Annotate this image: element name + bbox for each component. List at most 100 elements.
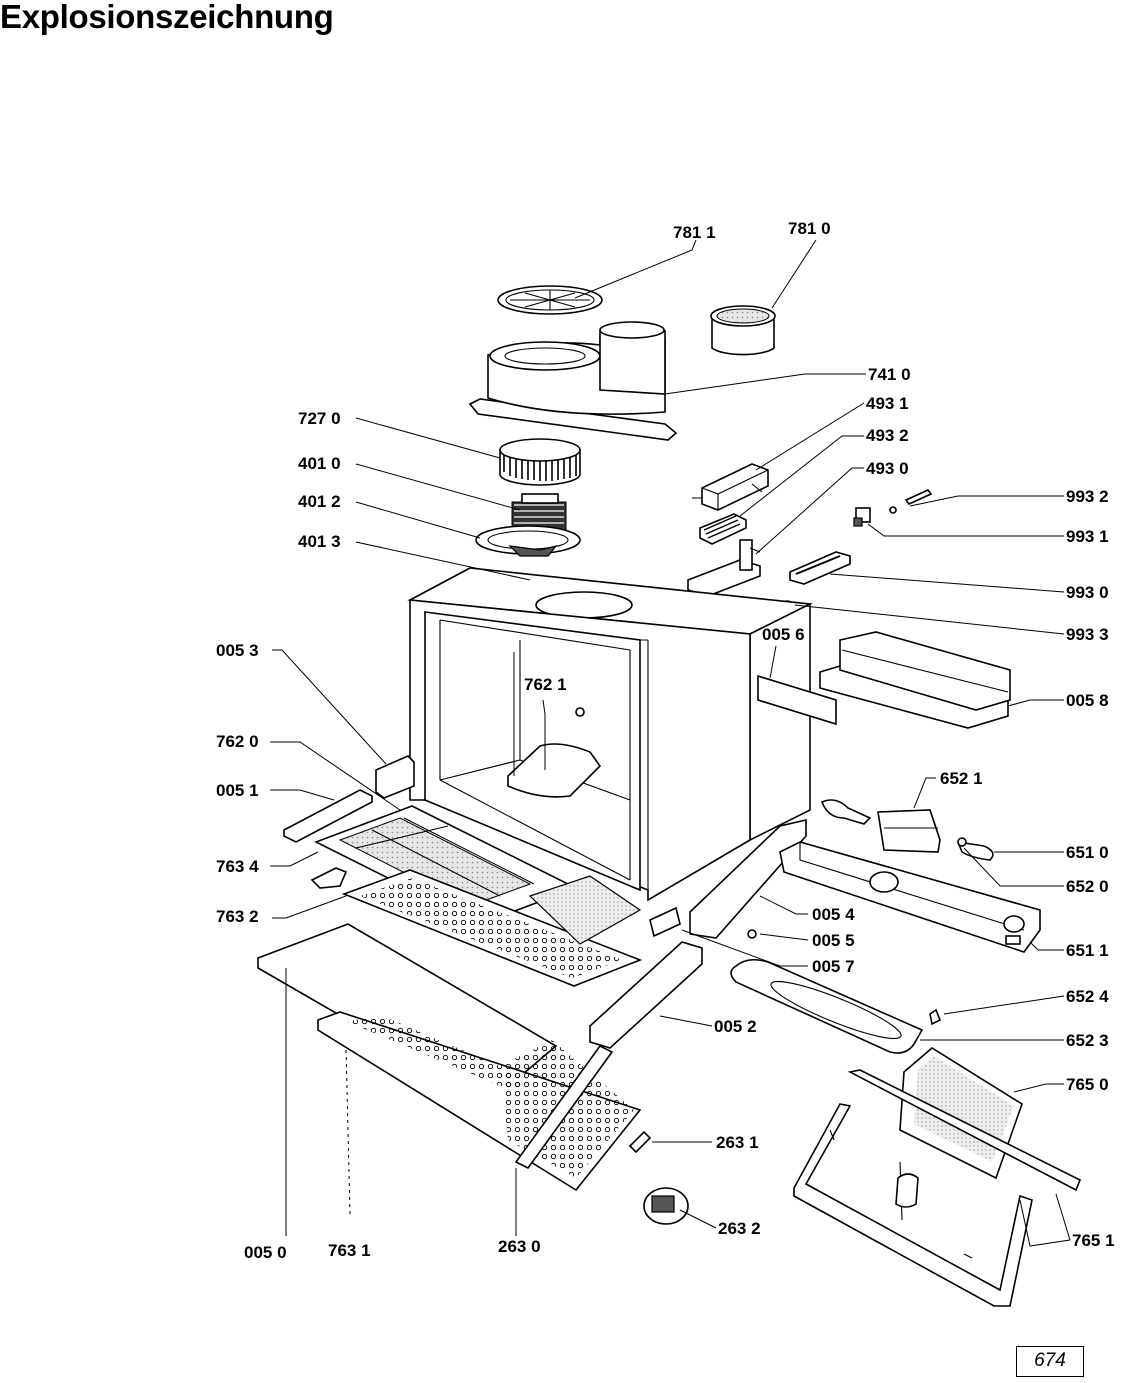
label-0051: 005 1 (216, 781, 259, 800)
label-9932: 993 2 (1066, 487, 1109, 506)
part-0055-cap (747, 929, 757, 939)
label-6521: 652 1 (940, 769, 983, 788)
label-7270: 727 0 (298, 409, 341, 428)
label-4932: 493 2 (866, 426, 909, 445)
leader-7651-a (1019, 1199, 1071, 1247)
leader-6520 (963, 847, 1064, 887)
leader-7651-b (1055, 1193, 1071, 1241)
label-6520: 652 0 (1066, 877, 1109, 896)
part-7650-charcoal-filter (847, 1047, 1082, 1192)
leader-0055 (759, 933, 809, 941)
part-4010-motor (511, 493, 567, 531)
part-0054-rail (689, 818, 807, 939)
leader-4932 (739, 435, 864, 517)
label-7620: 762 0 (216, 732, 259, 751)
leader-4010 (355, 463, 521, 511)
label-7650: 765 0 (1066, 1075, 1109, 1094)
label-6510: 651 0 (1066, 843, 1109, 862)
part-4012-motor-plate (475, 525, 581, 557)
leader-7810 (771, 239, 817, 309)
leader-7270 (355, 417, 501, 459)
page-number: 674 (1034, 1350, 1066, 1371)
label-9931: 993 1 (1066, 527, 1109, 546)
leader-7621 (542, 699, 546, 770)
label-0058: 005 8 (1066, 691, 1109, 710)
label-7632: 763 2 (216, 907, 259, 926)
leader-9931 (867, 523, 1064, 537)
label-7811: 781 1 (673, 223, 716, 242)
leader-4930 (755, 467, 864, 555)
label-7410: 741 0 (868, 365, 911, 384)
leader-0058 (1007, 699, 1064, 707)
part-9932-screw (889, 506, 897, 514)
part-7810-adapter (710, 305, 776, 356)
part-7634-latch (310, 867, 348, 889)
label-7810: 781 0 (788, 219, 831, 238)
leader-7811 (574, 239, 697, 299)
label-9933: 993 3 (1066, 625, 1109, 644)
label-4013: 401 3 (298, 532, 341, 551)
label-2631: 263 1 (716, 1133, 759, 1152)
leader-0052 (659, 1015, 713, 1027)
label-9930: 993 0 (1066, 583, 1109, 602)
leader-4012 (355, 501, 481, 539)
part-4930-bracket (687, 539, 761, 597)
part-2630-hinge (514, 1044, 614, 1170)
part-6520-socket (957, 837, 967, 847)
label-0054: 005 4 (812, 905, 855, 924)
label-4930: 493 0 (866, 459, 909, 478)
leader-6524 (943, 995, 1065, 1015)
part-4932-switch-block (699, 513, 747, 545)
part-7410-housing (468, 321, 678, 441)
part-labels: 781 1 781 0 741 0 493 1 493 2 493 0 727 … (216, 219, 1115, 1262)
leader-0053 (272, 649, 387, 765)
part-6511-socket (869, 871, 899, 893)
part-9932-pin (904, 489, 933, 505)
leader-9933 (794, 604, 1065, 635)
leader-6511 (1029, 941, 1064, 951)
part-0051-rail (283, 789, 373, 843)
label-0053: 005 3 (216, 641, 259, 660)
part-0053-rail (375, 755, 415, 799)
leader-7410 (664, 373, 866, 395)
label-4931: 493 1 (866, 394, 909, 413)
label-6523: 652 3 (1066, 1031, 1109, 1050)
leader-7650 (1013, 1083, 1064, 1093)
leader-6521 (913, 777, 936, 809)
part-6510-bulb-right (956, 840, 994, 861)
label-0050: 005 0 (244, 1243, 287, 1262)
label-4012: 401 2 (298, 492, 341, 511)
leader-7634 (270, 851, 319, 867)
part-7270-fan-wheel (499, 438, 581, 486)
label-7634: 763 4 (216, 857, 259, 876)
leader-7620 (270, 741, 401, 811)
part-7632-filter-panel (341, 869, 643, 987)
leader-lines (270, 239, 1071, 1247)
label-4010: 401 0 (298, 454, 341, 473)
leader-9930 (829, 573, 1065, 593)
part-9930-terminal (789, 551, 851, 585)
leader-0056 (769, 645, 777, 679)
part-0058-rail (819, 631, 1011, 729)
label-0057: 005 7 (812, 957, 855, 976)
part-7811-grille (497, 285, 603, 315)
part-2631-clip (628, 1130, 652, 1154)
part-0052-rail (589, 941, 703, 1049)
part-0057-clip (649, 906, 681, 938)
leader-7632 (272, 895, 347, 919)
part-4931-capacitor (692, 463, 769, 511)
page-title: Explosionszeichnung (0, 0, 334, 35)
label-7621: 762 1 (524, 675, 567, 694)
label-2632: 263 2 (718, 1219, 761, 1238)
leader-4013 (355, 541, 531, 581)
leader-0051 (270, 789, 335, 801)
part-7632-filter-mesh (528, 875, 642, 945)
part-2632-hinge-assembly (643, 1187, 689, 1225)
leader-2632 (679, 1209, 717, 1229)
leader-0057 (681, 929, 808, 967)
label-0055: 005 5 (812, 931, 855, 950)
label-6524: 652 4 (1066, 987, 1109, 1006)
label-2630: 263 0 (498, 1237, 541, 1256)
page-number-box: 674 (1016, 1346, 1084, 1377)
